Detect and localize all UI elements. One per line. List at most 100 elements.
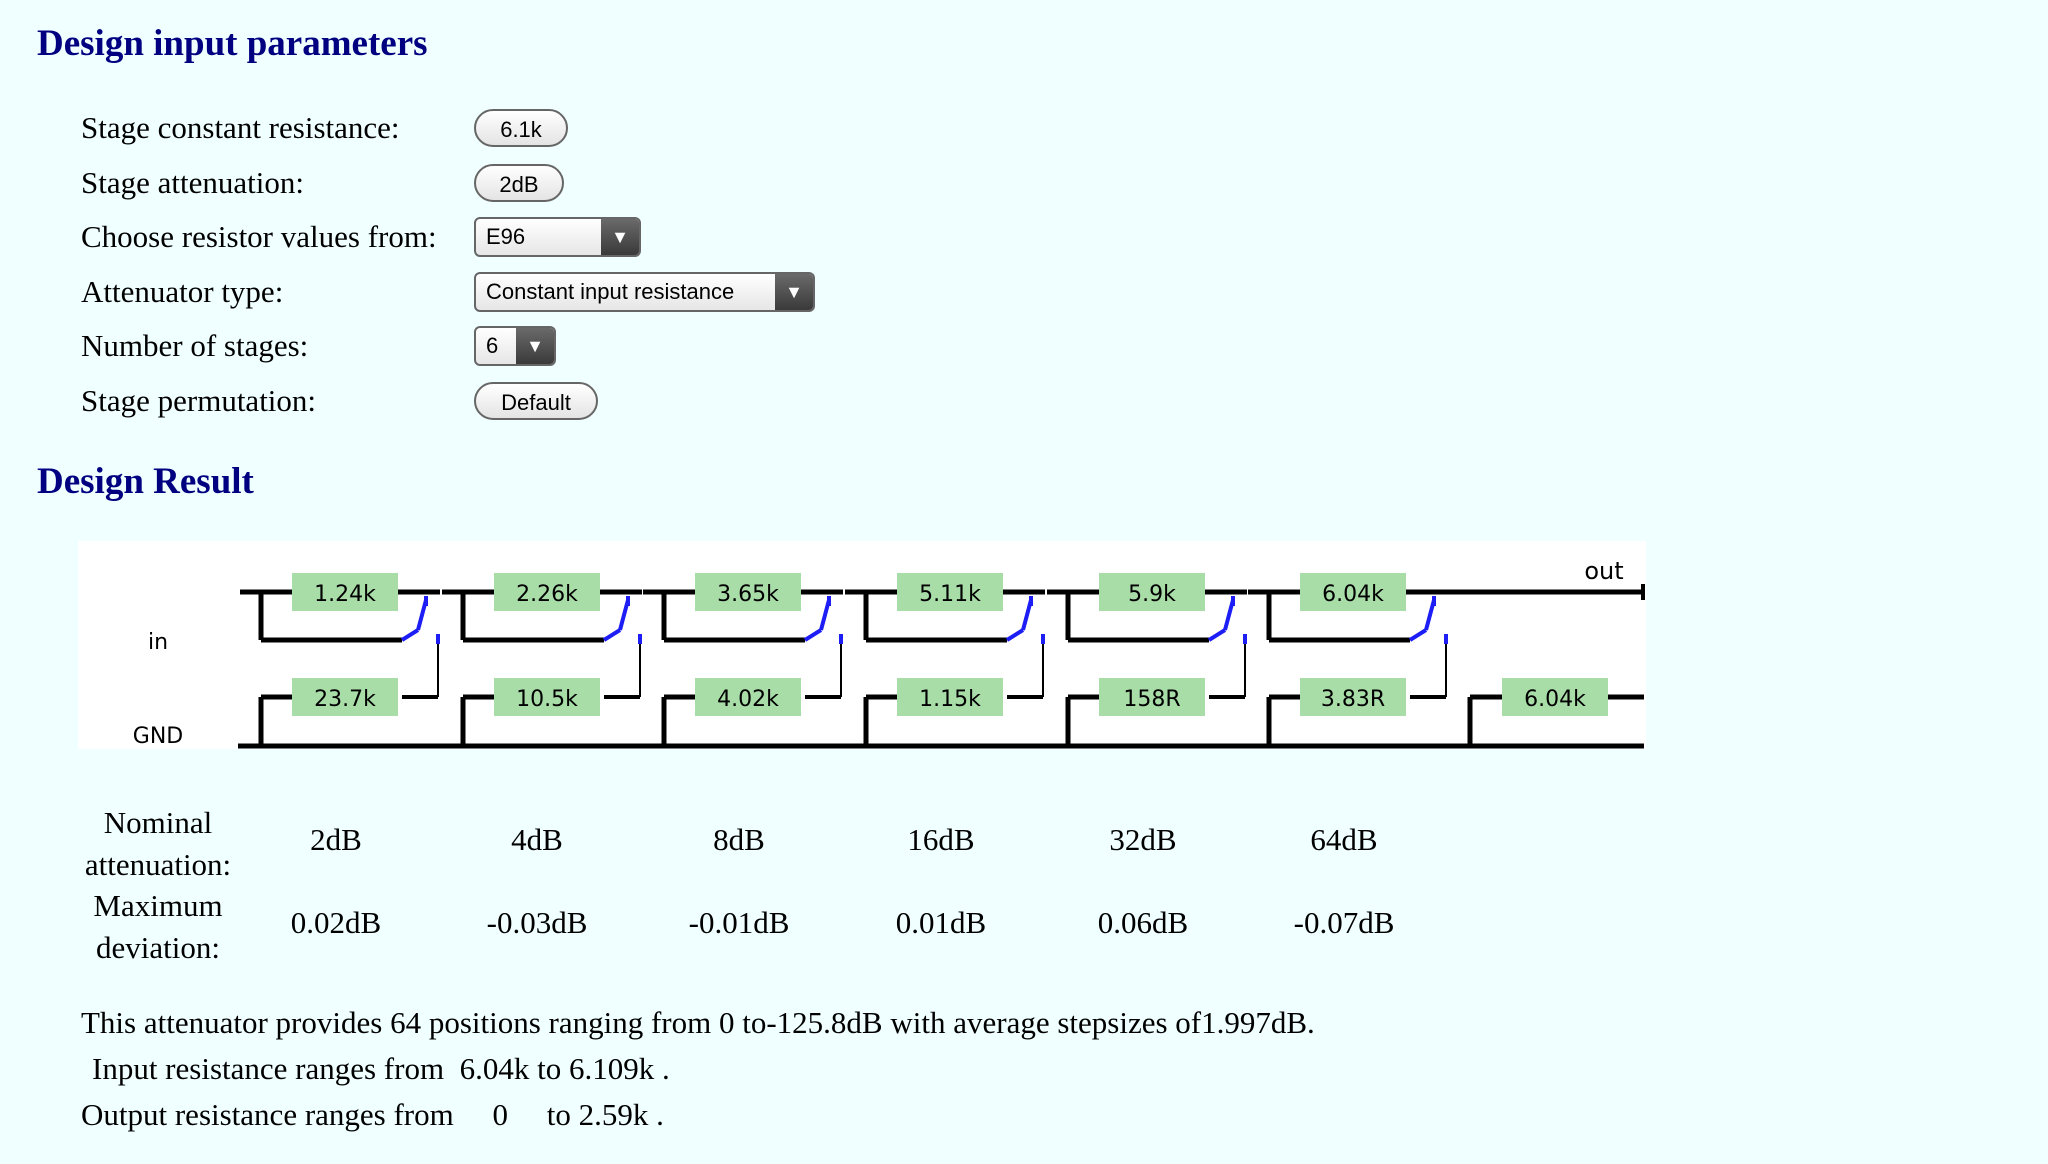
nominal-label-line1: Nominal: [103, 805, 213, 840]
summary-text: .: [1307, 1005, 1315, 1040]
switch-blade: [1408, 628, 1428, 642]
resistance-label: Stage constant resistance:: [81, 110, 400, 145]
terminal-resistor: [1502, 678, 1608, 716]
stages-label: Number of stages:: [81, 328, 309, 363]
summary-line-output: Output resistance ranges from 0 to 2.59k…: [81, 1097, 664, 1133]
attenuator-schematic: 1.24k 23.7k 2.26k 10.5k 3.65k 4.02k 5.11k 1.15k…: [78, 541, 1646, 749]
resistance-button[interactable]: 6.1k: [474, 109, 568, 147]
maximum-deviation-cell: -0.01dB: [688, 905, 790, 940]
switch-blade: [1005, 628, 1025, 642]
in-label: in: [148, 630, 168, 655]
switch-blade: [1207, 628, 1227, 642]
heading-design-input-parameters: Design input parameters: [37, 23, 428, 64]
summary-line-input: Input resistance ranges from 6.04k to 6.…: [92, 1051, 670, 1087]
chevron-down-icon: ▼: [601, 219, 639, 255]
series-resistor: [1300, 573, 1406, 611]
switch-blade: [602, 628, 622, 642]
shunt-resistor-value: 4.02k: [717, 687, 779, 712]
series-resistor: [1099, 573, 1205, 611]
series-resistor-value: 5.9k: [1128, 582, 1176, 607]
shunt-resistor: [1300, 678, 1406, 716]
nominal-attenuation-cell: 64dB: [1310, 822, 1378, 857]
shunt-resistor-value: 1.15k: [919, 687, 981, 712]
attenuation-label: Stage attenuation:: [81, 165, 304, 200]
shunt-resistor-value: 23.7k: [314, 687, 376, 712]
summary-text: This attenuator provides: [81, 1005, 383, 1040]
deviation-label-line1: Maximum: [93, 888, 223, 923]
summary-step-value: 1.997dB: [1201, 1005, 1308, 1040]
summary-text: .: [661, 1051, 670, 1086]
series-label: Choose resistor values from:: [81, 219, 437, 254]
shunt-resistor-value: 3.83R: [1321, 687, 1385, 712]
nominal-row-header: Nominal attenuation:: [58, 802, 258, 886]
param-row-stages: Number of stages: 6 ▼: [81, 320, 981, 372]
shunt-resistor: [897, 678, 1003, 716]
heading-design-result: Design Result: [37, 461, 254, 502]
nominal-attenuation-cell: 32dB: [1109, 822, 1177, 857]
shunt-resistor: [1099, 678, 1205, 716]
out-label: out: [1584, 557, 1623, 585]
param-row-type: Attenuator type: Constant input resistan…: [81, 266, 981, 318]
deviation-row-header: Maximum deviation:: [58, 885, 258, 969]
type-select-value: Constant input resistance: [486, 279, 735, 304]
series-resistor: [897, 573, 1003, 611]
summary-positions-value: 64: [390, 1005, 422, 1040]
chevron-down-icon: ▼: [516, 328, 554, 364]
shunt-resistor-value: 10.5k: [516, 687, 578, 712]
shunt-resistor-value: 158R: [1123, 687, 1180, 712]
summary-input-min-value: 6.04k: [459, 1051, 530, 1086]
summary-text: with average stepsizes of: [890, 1005, 1202, 1040]
summary-text: positions ranging from 0 to: [428, 1005, 767, 1040]
switch-blade: [803, 628, 823, 642]
nominal-attenuation-cell: 2dB: [310, 822, 362, 857]
nominal-attenuation-cell: 4dB: [511, 822, 563, 857]
terminal-resistor-value: 6.04k: [1524, 687, 1586, 712]
maximum-deviation-cell: 0.02dB: [290, 905, 382, 940]
stages-select[interactable]: 6 ▼: [474, 326, 556, 366]
series-resistor: [292, 573, 398, 611]
shunt-resistor: [292, 678, 398, 716]
maximum-deviation-cell: -0.03dB: [486, 905, 588, 940]
switch-blade: [400, 628, 420, 642]
series-resistor: [695, 573, 801, 611]
summary-line-positions: This attenuator provides 64 positions ra…: [81, 1005, 1315, 1041]
summary-text: .: [656, 1097, 664, 1132]
gnd-label: GND: [133, 724, 183, 749]
maximum-deviation-cell: 0.01dB: [895, 905, 987, 940]
summary-text: to: [546, 1097, 571, 1132]
attenuation-button[interactable]: 2dB: [474, 164, 564, 202]
chevron-down-icon: ▼: [775, 274, 813, 310]
series-select-value: E96: [486, 224, 526, 249]
series-resistor-value: 2.26k: [516, 582, 578, 607]
nominal-attenuation-cell: 16dB: [907, 822, 975, 857]
shunt-resistor: [494, 678, 600, 716]
shunt-resistor: [695, 678, 801, 716]
stages-select-value: 6: [486, 333, 499, 358]
param-row-series: Choose resistor values from: E96 ▼: [81, 211, 981, 263]
series-resistor-value: 6.04k: [1322, 582, 1384, 607]
type-select[interactable]: Constant input resistance ▼: [474, 272, 815, 312]
maximum-deviation-cell: 0.06dB: [1097, 905, 1189, 940]
series-resistor-value: 3.65k: [717, 582, 779, 607]
series-select[interactable]: E96 ▼: [474, 217, 641, 257]
nominal-label-line2: attenuation:: [84, 847, 232, 882]
param-row-attenuation: Stage attenuation: 2dB: [81, 157, 981, 209]
summary-text: Output resistance ranges from: [81, 1097, 454, 1132]
summary-text: to: [537, 1051, 562, 1086]
permutation-button[interactable]: Default: [474, 382, 598, 420]
param-row-permutation: Stage permutation: Default: [81, 375, 981, 427]
maximum-deviation-cell: -0.07dB: [1293, 905, 1395, 940]
type-label: Attenuator type:: [81, 274, 284, 309]
series-resistor-value: 1.24k: [314, 582, 376, 607]
summary-text: Input resistance ranges from: [92, 1051, 445, 1086]
series-resistor-value: 5.11k: [919, 582, 981, 607]
summary-output-max-value: 2.59k: [578, 1097, 649, 1132]
deviation-label-line2: deviation:: [96, 930, 220, 965]
summary-range-value: -125.8dB: [766, 1005, 883, 1040]
summary-input-max-value: 6.109k: [568, 1051, 655, 1086]
summary-output-min-value: 0: [492, 1097, 509, 1132]
param-row-resistance: Stage constant resistance: 6.1k: [81, 102, 981, 154]
nominal-attenuation-cell: 8dB: [713, 822, 765, 857]
series-resistor: [494, 573, 600, 611]
permutation-label: Stage permutation:: [81, 383, 317, 418]
